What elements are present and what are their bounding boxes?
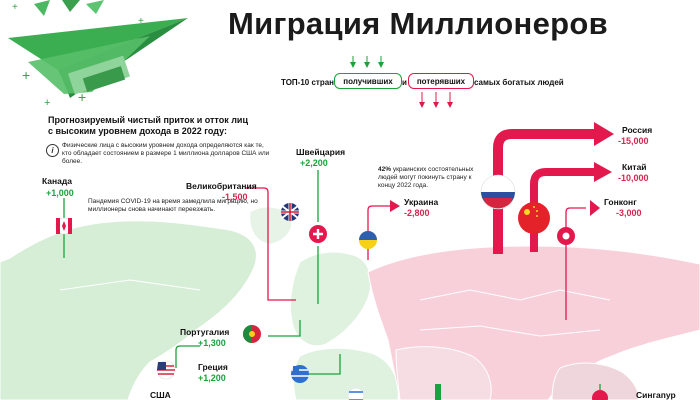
russia-flag bbox=[480, 174, 516, 210]
page-title: Миграция Миллионеров bbox=[228, 6, 608, 41]
israel-flag bbox=[347, 387, 365, 400]
country-name-ukraine: Украина bbox=[404, 197, 439, 207]
country-value-greece: +1,200 bbox=[198, 373, 226, 383]
info-note: Физические лица с высоким уровнем дохода… bbox=[62, 142, 270, 165]
usa-flag bbox=[156, 360, 176, 380]
country-value-hongkong: -3,000 bbox=[616, 208, 642, 218]
country-name-uk: Великобритания bbox=[186, 181, 257, 191]
paper-plane-illustration: + + + + + bbox=[8, 0, 188, 109]
country-value-canada: +1,000 bbox=[46, 188, 74, 198]
connector-lines bbox=[63, 170, 601, 400]
world-map bbox=[0, 206, 700, 400]
svg-text:+: + bbox=[22, 67, 30, 83]
country-value-uk: -1,500 bbox=[222, 192, 248, 202]
svg-text:+: + bbox=[12, 2, 18, 13]
country-name-greece: Греция bbox=[198, 362, 228, 372]
greece-flag bbox=[291, 365, 309, 383]
legend-suffix: самых богатых людей bbox=[474, 78, 564, 87]
ukraine-note-text: украинских состоятельных людей могут пок… bbox=[378, 166, 474, 189]
svg-text:+: + bbox=[44, 97, 50, 109]
ukraine-flag bbox=[359, 231, 377, 249]
canada-flag bbox=[55, 217, 73, 235]
legend-conj: и bbox=[402, 78, 407, 87]
legend-received: получивших bbox=[334, 73, 402, 89]
country-name-hongkong: Гонконг bbox=[604, 197, 637, 207]
ukraine-note: 42% украинских состоятельных людей могут… bbox=[378, 166, 486, 190]
country-value-switzerland: +2,200 bbox=[300, 158, 328, 168]
legend-lost: потерявших bbox=[408, 73, 474, 89]
country-value-russia: -15,000 bbox=[618, 136, 649, 146]
portugal-flag bbox=[243, 325, 261, 343]
country-name-russia: Россия bbox=[622, 125, 653, 135]
switzerland-flag bbox=[309, 225, 327, 243]
china-flag bbox=[518, 202, 550, 234]
legend-arrows bbox=[350, 56, 453, 108]
ukraine-note-pct: 42% bbox=[378, 166, 392, 173]
svg-text:+: + bbox=[138, 16, 144, 27]
country-name-usa: США bbox=[150, 390, 171, 400]
covid-note: Пандемия COVID-19 на время замедлила миг… bbox=[88, 198, 258, 213]
svg-text:+: + bbox=[78, 89, 86, 105]
subtitle: Прогнозируемый чистый приток и отток лиц… bbox=[48, 115, 248, 136]
country-name-portugal: Португалия bbox=[180, 327, 230, 337]
legend-prefix: ТОП-10 стран bbox=[281, 78, 334, 87]
uk-flag bbox=[281, 203, 299, 221]
country-value-ukraine: -2,800 bbox=[404, 208, 430, 218]
country-name-canada: Канада bbox=[42, 176, 73, 186]
info-icon: i bbox=[46, 144, 59, 157]
singapore-flag bbox=[592, 390, 608, 400]
country-name-china: Китай bbox=[622, 162, 647, 172]
country-value-china: -10,000 bbox=[618, 173, 649, 183]
hongkong-flag bbox=[557, 227, 575, 245]
country-value-portugal: +1,300 bbox=[198, 338, 226, 348]
big-outflow-arrows bbox=[390, 122, 614, 254]
country-name-singapore: Сингапур bbox=[636, 390, 676, 400]
country-name-switzerland: Швейцария bbox=[296, 147, 346, 157]
